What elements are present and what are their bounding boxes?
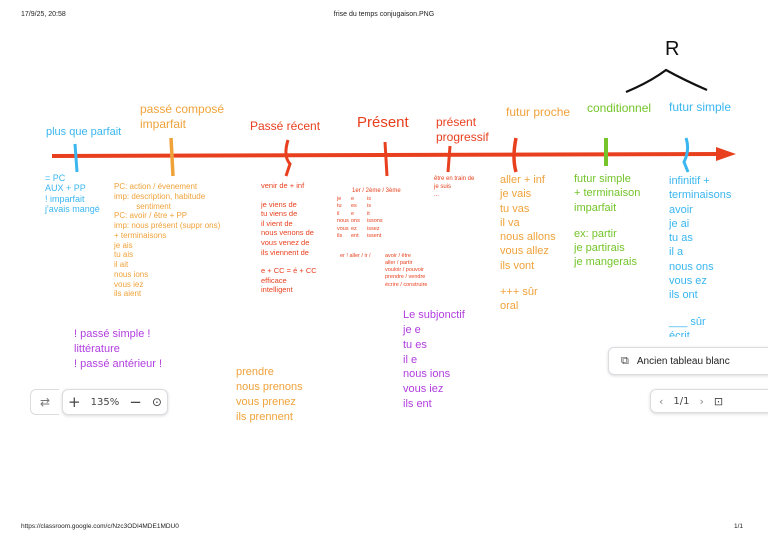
print-url: https://classroom.google.com/c/Nzc3ODI4M… — [21, 523, 179, 530]
page-navigator: ‹ 1/1 › ⊡ — [650, 389, 768, 413]
label-futur-proche: futur proche — [506, 105, 571, 119]
page-indicator: 1/1 — [673, 395, 690, 407]
label-futur-simple: futur simple — [669, 100, 732, 114]
print-datetime: 17/9/25, 20:58 — [21, 11, 66, 18]
rotate-button[interactable]: ⇄ — [30, 389, 59, 415]
zoom-level: 135% — [90, 396, 120, 408]
label-present-progressif-1: présent — [436, 115, 477, 129]
marker-plus-que-parfait — [73, 143, 79, 173]
zoom-control: + 135% − ⊙ — [62, 389, 168, 415]
notes-present-er-exception: er ! aller / ir / — [340, 253, 371, 259]
fit-to-page-icon[interactable]: ⊙ — [151, 395, 162, 409]
timeline-arrowhead — [716, 147, 736, 161]
label-conditionnel: conditionnel — [587, 101, 652, 115]
hand-drawn-caret — [625, 68, 708, 94]
marker-passe-recent — [284, 139, 292, 177]
label-present-progressif-2: progressif — [436, 130, 489, 144]
prev-page-icon[interactable]: ‹ — [659, 394, 664, 408]
print-page: 1/1 — [734, 523, 744, 530]
r-letter: R — [665, 38, 680, 60]
marker-futur-proche — [512, 137, 518, 173]
notes-present-groups: 1er / 2ème / 3ème — [352, 188, 401, 194]
zoom-out-icon[interactable]: − — [129, 393, 142, 411]
marker-futur-simple — [682, 137, 690, 173]
next-page-icon[interactable]: › — [699, 394, 704, 408]
marker-present-progressif — [446, 145, 452, 173]
label-passe-compose: passé composé — [140, 102, 225, 116]
marker-passe-compose — [169, 137, 175, 177]
open-in-whiteboard-button[interactable]: ⧉ Ancien tableau blanc — [608, 347, 768, 375]
notes-passe-simple: ! passé simple !littérature! passé antér… — [74, 328, 163, 370]
label-imparfait: imparfait — [140, 117, 187, 131]
rotate-icon: ⇄ — [39, 395, 51, 409]
marker-present — [383, 141, 389, 177]
print-title: frise du temps conjugaison.PNG — [333, 11, 435, 18]
zoom-in-icon[interactable]: + — [68, 393, 81, 411]
label-present: Présent — [357, 114, 409, 131]
open-external-icon: ⧉ — [621, 354, 629, 367]
label-passe-recent: Passé récent — [250, 119, 321, 133]
label-plus-que-parfait: plus que parfait — [46, 126, 122, 138]
open-in-whiteboard-label: Ancien tableau blanc — [636, 355, 730, 367]
present-icon[interactable]: ⊡ — [713, 394, 724, 408]
